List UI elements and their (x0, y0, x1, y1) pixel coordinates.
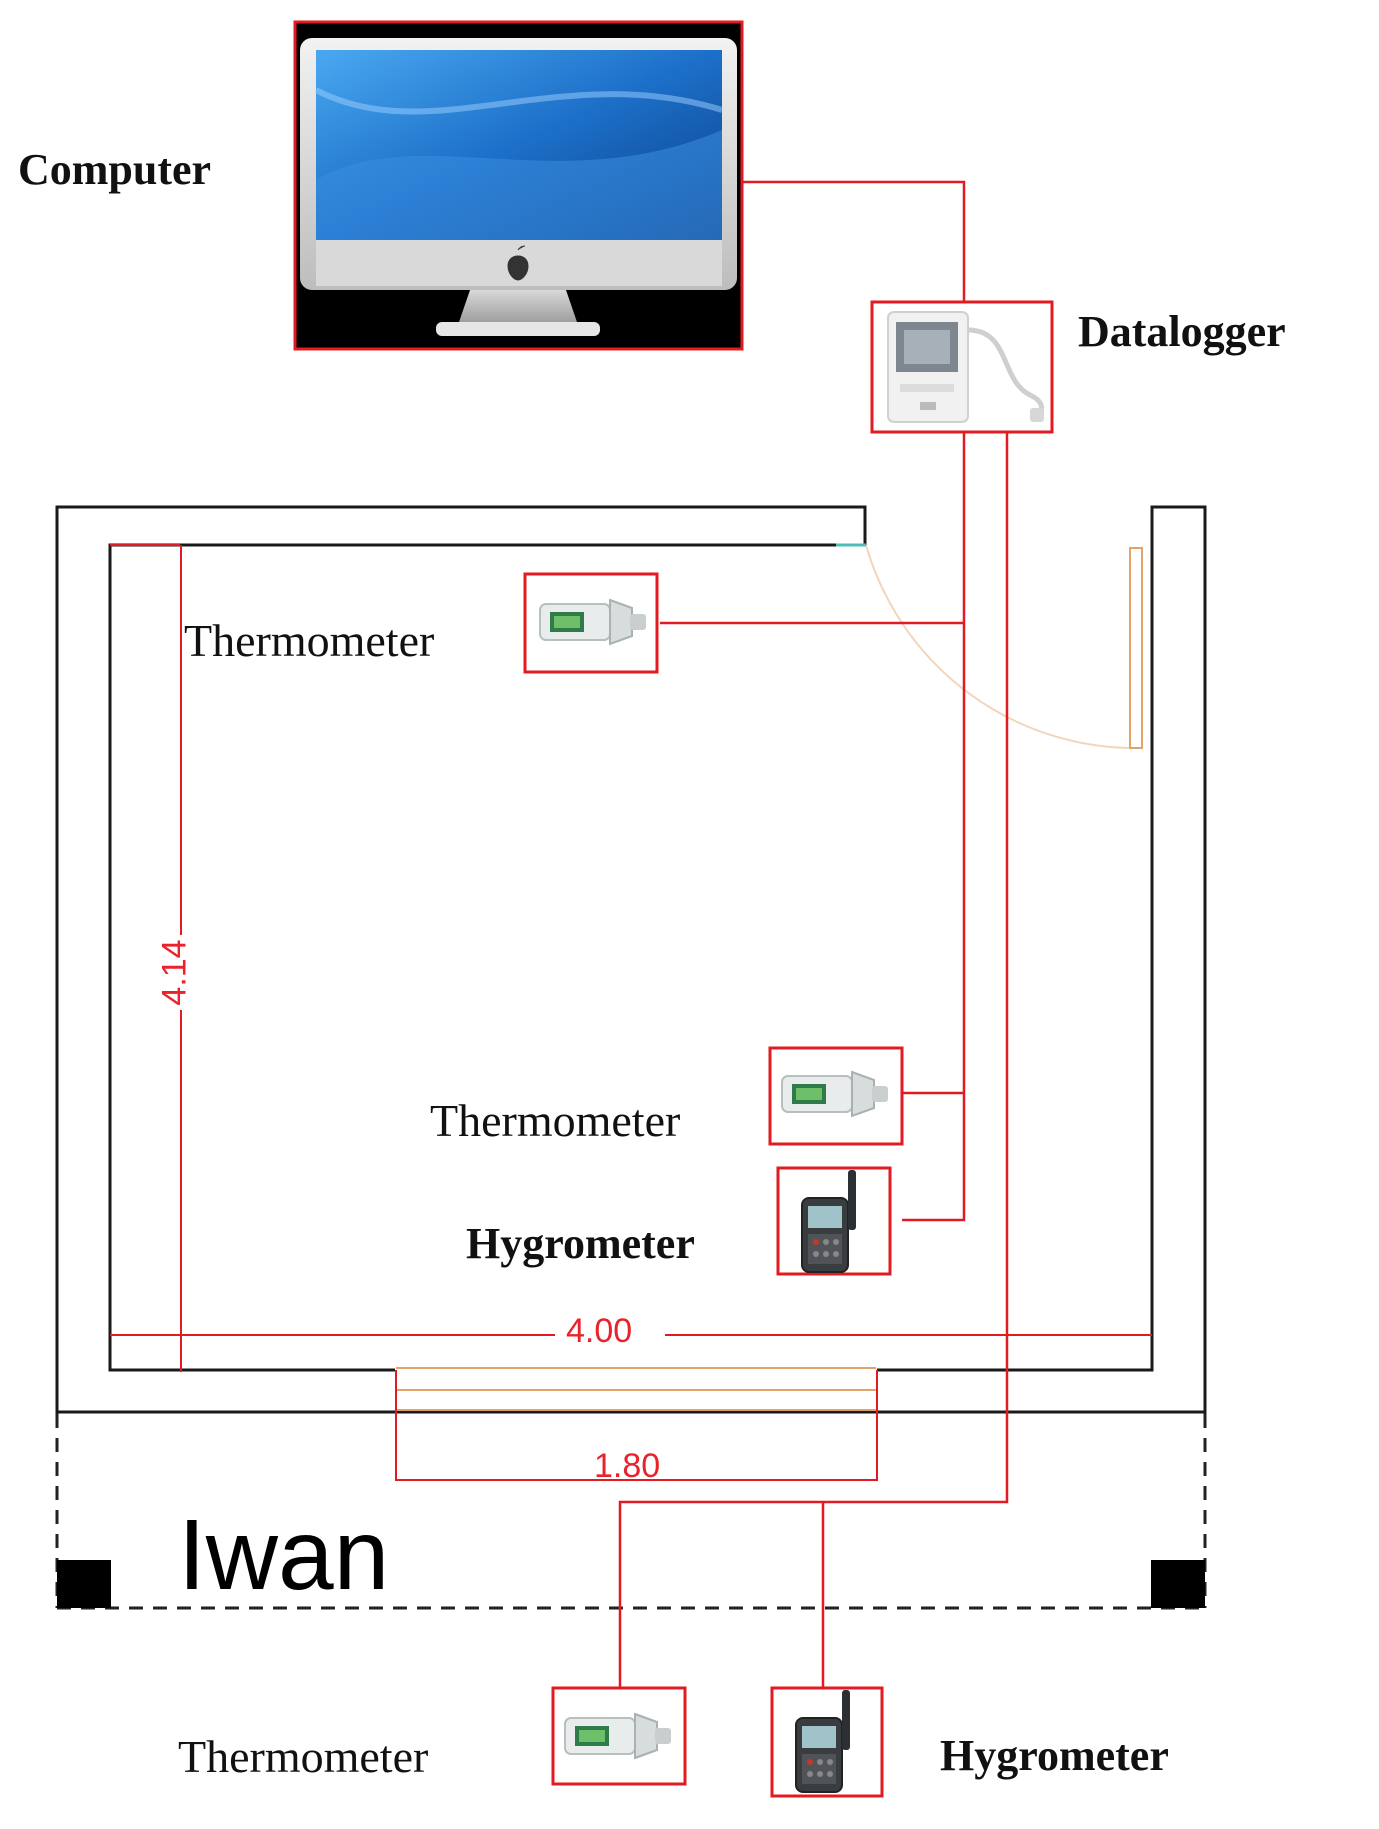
imac-icon (300, 38, 737, 336)
datalogger-group (870, 300, 1054, 434)
room-walls (55, 505, 1207, 1414)
datalogger-label: Datalogger (1078, 307, 1286, 356)
hygrometer-bottom-label: Hygrometer (940, 1731, 1169, 1780)
thermometer-bottom (551, 1686, 687, 1786)
thermometer-mid (768, 1046, 904, 1146)
hygrometer-mid (776, 1166, 892, 1276)
iwan-label: Iwan (178, 1499, 390, 1611)
hygrometer-bottom (770, 1686, 884, 1798)
dimension-height: 4.14 (155, 939, 194, 1006)
thermometer-logger-icon (781, 1071, 889, 1117)
dimension-opening: 1.80 (594, 1447, 661, 1485)
hygrometer-mid-label: Hygrometer (466, 1219, 695, 1268)
thermometer-top-label: Thermometer (184, 615, 435, 666)
column-right (1151, 1560, 1205, 1608)
wires (618, 180, 1009, 1688)
opening-lines (396, 1367, 876, 1411)
iwan-outline (55, 1414, 1207, 1610)
dimension-width: 4.00 (566, 1312, 633, 1350)
thermometer-top (523, 572, 659, 674)
thermometer-mid-label: Thermometer (430, 1095, 681, 1146)
computer-group (293, 20, 744, 351)
column-left (57, 1560, 111, 1608)
door-swing (836, 543, 1143, 750)
thermometer-logger-icon (564, 1713, 672, 1759)
computer-label: Computer (18, 145, 212, 194)
datalogger-device-icon (887, 311, 1045, 423)
thermometer-logger-icon (539, 599, 647, 645)
dimension-lines (110, 544, 1152, 1481)
thermometer-bottom-label: Thermometer (178, 1731, 429, 1782)
